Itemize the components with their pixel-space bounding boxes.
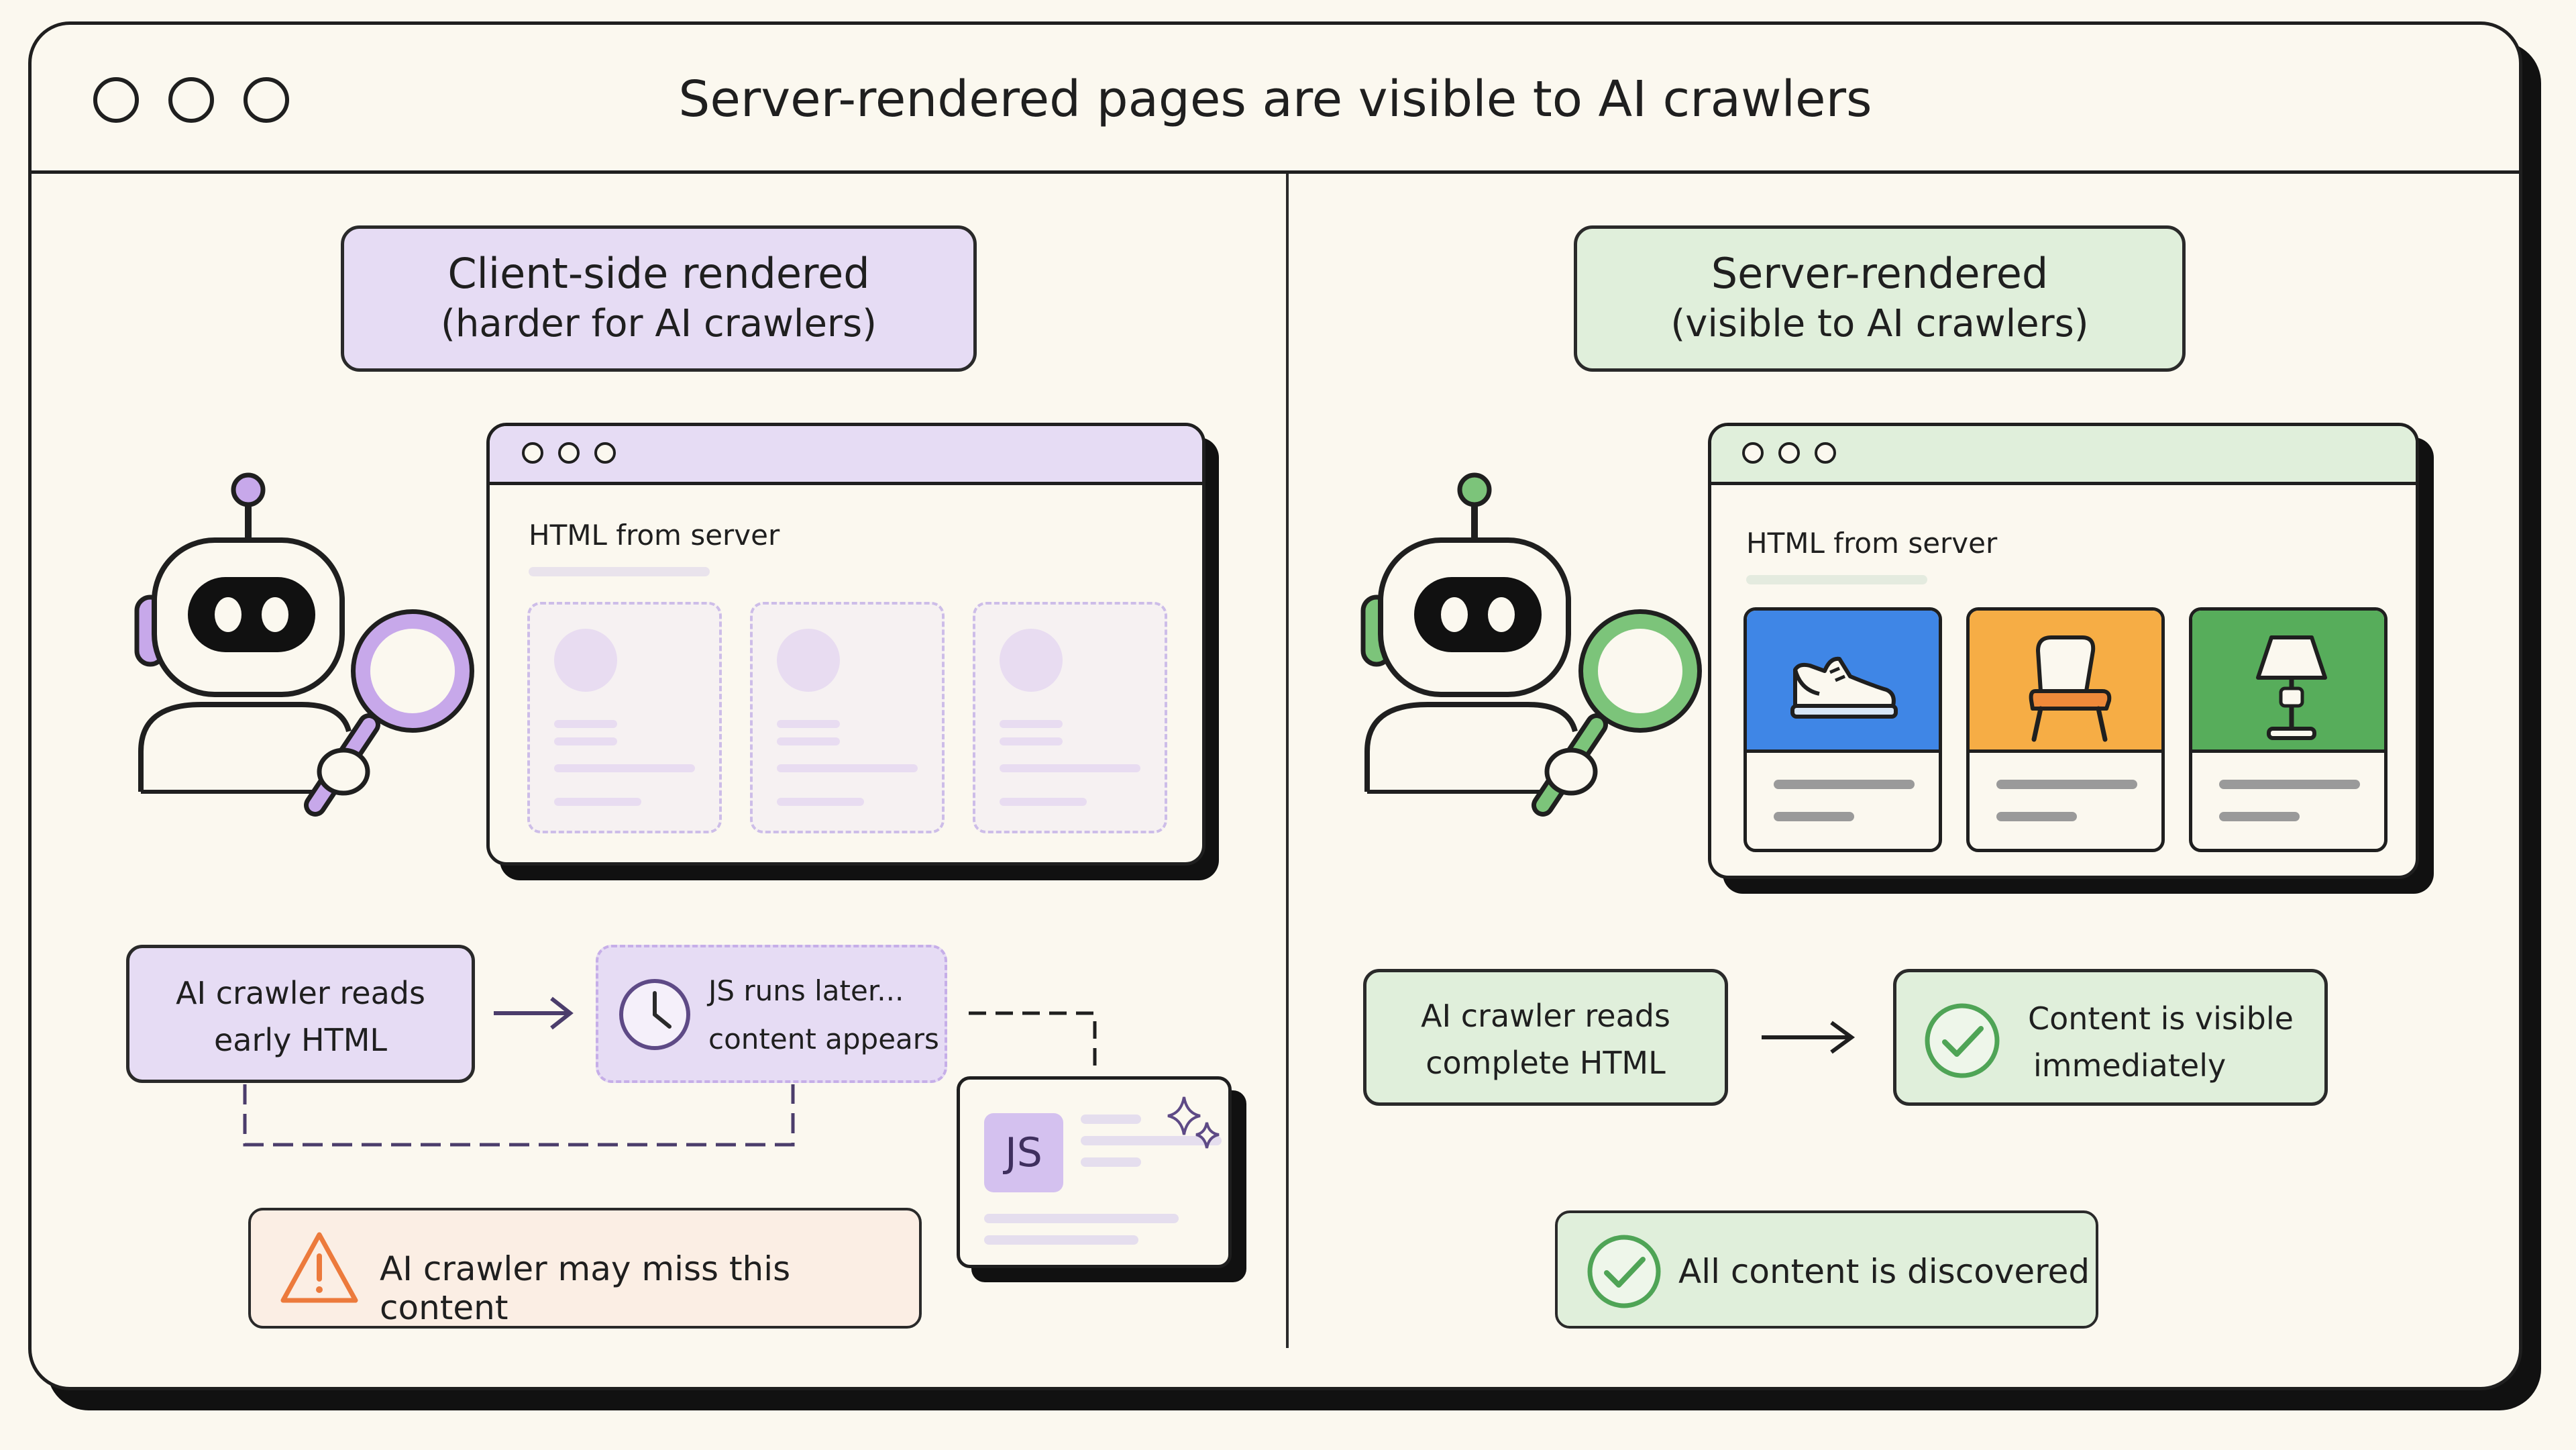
js-runs-later-step: JS runs later... content appears bbox=[596, 945, 947, 1083]
client-window-text: HTML from server bbox=[529, 519, 780, 552]
step-line-1: AI crawler reads bbox=[176, 975, 425, 1011]
client-text-placeholder bbox=[529, 567, 710, 576]
product-card-chair bbox=[1966, 607, 2165, 852]
js-line bbox=[1081, 1136, 1222, 1145]
server-window-text: HTML from server bbox=[1746, 527, 1998, 560]
placeholder-card bbox=[527, 602, 722, 833]
lamp-icon bbox=[2256, 635, 2327, 740]
step-line-1: AI crawler reads bbox=[1421, 998, 1670, 1034]
window-dot-2 bbox=[168, 77, 214, 123]
clock-icon bbox=[619, 979, 690, 1050]
client-window-dot-2 bbox=[558, 442, 580, 464]
product-image bbox=[1747, 611, 1939, 753]
js-badge: JS bbox=[984, 1113, 1063, 1192]
server-rendered-subtitle: (visible to AI crawlers) bbox=[1670, 302, 2089, 346]
center-divider bbox=[1286, 174, 1289, 1348]
placeholder-card bbox=[973, 602, 1167, 833]
magnifier-icon bbox=[1532, 609, 1702, 817]
placeholder-card bbox=[750, 602, 945, 833]
js-card: JS bbox=[957, 1076, 1232, 1268]
magnifier-icon bbox=[304, 609, 474, 817]
js-line bbox=[984, 1235, 1138, 1245]
server-window: HTML from server bbox=[1708, 423, 2419, 879]
js-badge-text: JS bbox=[1005, 1129, 1042, 1176]
client-side-subtitle: (harder for AI crawlers) bbox=[441, 302, 877, 346]
product-card-lamp bbox=[2189, 607, 2387, 852]
dashed-connector-to-js bbox=[969, 1011, 1097, 1074]
robot-icon bbox=[134, 472, 352, 794]
server-window-dot-1 bbox=[1742, 442, 1764, 464]
window-dot-3 bbox=[244, 77, 289, 123]
client-window-bar bbox=[490, 426, 1202, 485]
crawler-reads-early-step: AI crawler reads early HTML bbox=[126, 945, 475, 1083]
warning-text: AI crawler may miss this content bbox=[380, 1249, 791, 1327]
server-text-placeholder bbox=[1746, 575, 1927, 584]
server-window-dot-2 bbox=[1778, 442, 1800, 464]
chair-icon bbox=[2029, 635, 2112, 742]
page-title: Server-rendered pages are visible to AI … bbox=[678, 70, 1872, 128]
js-line bbox=[1081, 1115, 1141, 1124]
robot-icon bbox=[1360, 472, 1578, 794]
product-image bbox=[2192, 611, 2384, 753]
js-line bbox=[1081, 1157, 1141, 1167]
server-window-bar bbox=[1711, 426, 2416, 485]
arrow-right-icon bbox=[1762, 1021, 1856, 1054]
server-window-dot-3 bbox=[1815, 442, 1836, 464]
step-line-2: content appears bbox=[708, 1023, 939, 1055]
arrow-right-icon bbox=[494, 996, 574, 1030]
client-window: HTML from server bbox=[486, 423, 1205, 866]
sparkle-icon bbox=[1167, 1096, 1220, 1149]
step-line-2: immediately bbox=[2033, 1047, 2226, 1084]
window-dot-1 bbox=[93, 77, 139, 123]
js-line bbox=[984, 1214, 1179, 1223]
product-card-shoe bbox=[1743, 607, 1942, 852]
check-icon bbox=[1587, 1235, 1661, 1308]
step-line-2: complete HTML bbox=[1426, 1045, 1666, 1081]
server-rendered-title: Server-rendered bbox=[1711, 249, 2049, 298]
client-window-dot-1 bbox=[522, 442, 543, 464]
client-window-dot-3 bbox=[594, 442, 616, 464]
content-visible-step: Content is visible immediately bbox=[1893, 969, 2328, 1106]
success-banner: All content is discovered bbox=[1555, 1210, 2098, 1329]
title-bar: Server-rendered pages are visible to AI … bbox=[32, 25, 2519, 174]
client-side-title: Client-side rendered bbox=[447, 249, 870, 298]
server-rendered-label: Server-rendered (visible to AI crawlers) bbox=[1574, 225, 2186, 372]
dashed-loop-connector bbox=[243, 1084, 795, 1147]
step-line-2: early HTML bbox=[213, 1022, 388, 1058]
step-line-1: JS runs later... bbox=[708, 974, 904, 1007]
shoe-icon bbox=[1790, 656, 1898, 719]
check-icon bbox=[1925, 1003, 2000, 1078]
success-text: All content is discovered bbox=[1678, 1252, 2090, 1291]
warning-banner: AI crawler may miss this content bbox=[248, 1208, 922, 1329]
warning-icon bbox=[280, 1232, 358, 1303]
step-line-1: Content is visible bbox=[2028, 1000, 2294, 1037]
crawler-reads-complete-step: AI crawler reads complete HTML bbox=[1363, 969, 1728, 1106]
client-side-label: Client-side rendered (harder for AI craw… bbox=[341, 225, 977, 372]
product-image bbox=[1970, 611, 2161, 753]
